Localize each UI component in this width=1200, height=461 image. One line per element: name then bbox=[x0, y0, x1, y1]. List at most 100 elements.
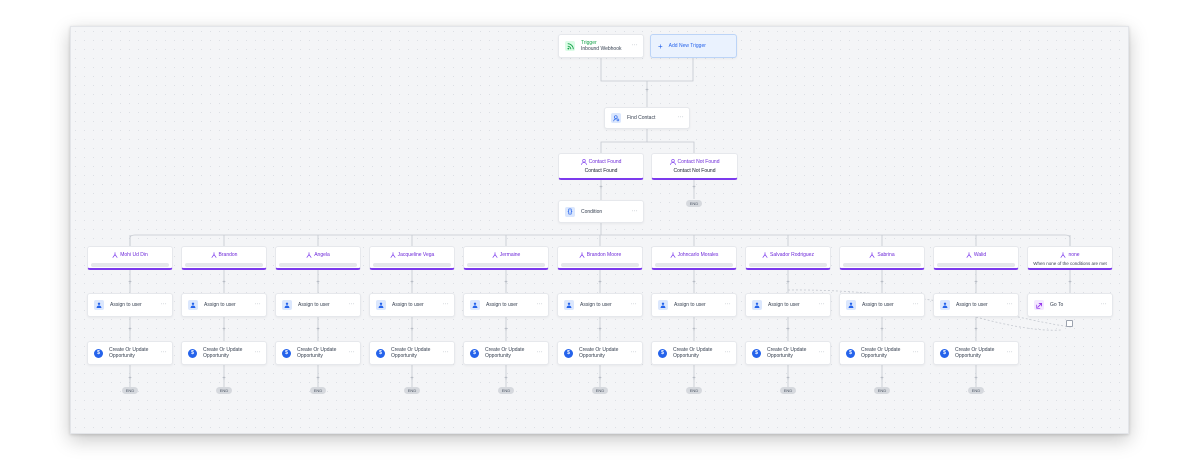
add-step-button[interactable]: + bbox=[222, 280, 226, 286]
opportunity-menu-icon[interactable]: ··· bbox=[442, 349, 449, 356]
find-contact-card[interactable]: Find Contact ··· bbox=[604, 107, 690, 129]
add-step-button[interactable]: + bbox=[410, 376, 414, 382]
branch-card[interactable]: Sabrina bbox=[839, 246, 925, 270]
add-step-button[interactable]: + bbox=[974, 327, 978, 333]
add-step-button[interactable]: + bbox=[974, 376, 978, 382]
assign-user-card[interactable]: Assign to user··· bbox=[181, 293, 267, 317]
trigger-menu-icon[interactable]: ··· bbox=[631, 42, 638, 49]
add-step-button[interactable]: + bbox=[599, 185, 603, 191]
add-step-button[interactable]: + bbox=[598, 327, 602, 333]
add-step-button[interactable]: + bbox=[410, 327, 414, 333]
add-step-button[interactable]: + bbox=[786, 376, 790, 382]
branch-card[interactable]: Jacqueline Vega bbox=[369, 246, 455, 270]
assign-user-card[interactable]: Assign to user··· bbox=[463, 293, 549, 317]
add-step-button[interactable]: + bbox=[316, 280, 320, 286]
assign-menu-icon[interactable]: ··· bbox=[818, 301, 825, 308]
opportunity-menu-icon[interactable]: ··· bbox=[630, 349, 637, 356]
add-step-button[interactable]: + bbox=[504, 376, 508, 382]
branch-card[interactable]: Johncarlo Morales bbox=[651, 246, 737, 270]
assign-menu-icon[interactable]: ··· bbox=[160, 301, 167, 308]
opportunity-menu-icon[interactable]: ··· bbox=[1006, 349, 1013, 356]
condition-card[interactable]: {} Condition ··· bbox=[558, 200, 644, 223]
assign-user-card[interactable]: Assign to user··· bbox=[87, 293, 173, 317]
assign-menu-icon[interactable]: ··· bbox=[348, 301, 355, 308]
add-step-button[interactable]: + bbox=[598, 376, 602, 382]
assign-menu-icon[interactable]: ··· bbox=[536, 301, 543, 308]
add-step-button[interactable]: + bbox=[128, 376, 132, 382]
add-step-button[interactable]: + bbox=[645, 88, 649, 94]
add-step-button[interactable]: + bbox=[128, 280, 132, 286]
add-step-button[interactable]: + bbox=[504, 280, 508, 286]
assign-user-card[interactable]: Assign to user··· bbox=[557, 293, 643, 317]
branch-card[interactable]: Brandon bbox=[181, 246, 267, 270]
branch-card[interactable]: Mohi Ud Din bbox=[87, 246, 173, 270]
assign-menu-icon[interactable]: ··· bbox=[254, 301, 261, 308]
trigger-card[interactable]: Trigger Inbound Webhook ··· bbox=[558, 34, 644, 58]
opportunity-menu-icon[interactable]: ··· bbox=[818, 349, 825, 356]
add-step-button[interactable]: + bbox=[316, 327, 320, 333]
opportunity-menu-icon[interactable]: ··· bbox=[912, 349, 919, 356]
add-step-button[interactable]: + bbox=[504, 327, 508, 333]
add-step-button[interactable]: + bbox=[786, 327, 790, 333]
add-step-button[interactable]: + bbox=[316, 376, 320, 382]
add-step-button[interactable]: + bbox=[692, 280, 696, 286]
assign-user-card[interactable]: Assign to user··· bbox=[933, 293, 1019, 317]
assign-menu-icon[interactable]: ··· bbox=[912, 301, 919, 308]
opportunity-menu-icon[interactable]: ··· bbox=[348, 349, 355, 356]
add-step-button[interactable]: + bbox=[692, 327, 696, 333]
assign-user-card[interactable]: Assign to user··· bbox=[651, 293, 737, 317]
assign-user-card[interactable]: Assign to user··· bbox=[839, 293, 925, 317]
branch-card[interactable]: Jermaine bbox=[463, 246, 549, 270]
assign-menu-icon[interactable]: ··· bbox=[630, 301, 637, 308]
add-step-button[interactable]: + bbox=[786, 280, 790, 286]
add-step-button[interactable]: + bbox=[692, 185, 696, 191]
add-step-button[interactable]: + bbox=[222, 376, 226, 382]
add-step-button[interactable]: + bbox=[880, 280, 884, 286]
assign-menu-icon[interactable]: ··· bbox=[724, 301, 731, 308]
opportunity-menu-icon[interactable]: ··· bbox=[254, 349, 261, 356]
branch-card[interactable]: Salvador Rodriguez bbox=[745, 246, 831, 270]
add-step-button[interactable]: + bbox=[128, 327, 132, 333]
find-contact-menu-icon[interactable]: ··· bbox=[677, 114, 684, 121]
opportunity-menu-icon[interactable]: ··· bbox=[160, 349, 167, 356]
add-step-button[interactable]: + bbox=[410, 280, 414, 286]
branch-contact-found[interactable]: Contact Found Contact Found bbox=[558, 153, 644, 180]
add-trigger-button[interactable]: + Add New Trigger bbox=[650, 34, 737, 58]
assign-menu-icon[interactable]: ··· bbox=[1006, 301, 1013, 308]
branch-contact-not-found[interactable]: Contact Not Found Contact Not Found bbox=[651, 153, 738, 180]
add-step-button[interactable]: + bbox=[598, 280, 602, 286]
branch-header: Salvador Rodriguez bbox=[746, 252, 830, 258]
condition-menu-icon[interactable]: ··· bbox=[631, 208, 638, 215]
workflow-canvas[interactable]: Trigger Inbound Webhook ··· + Add New Tr… bbox=[70, 26, 1129, 434]
goto-target-icon[interactable] bbox=[1066, 320, 1073, 327]
branch-card[interactable]: Brandon Moore bbox=[557, 246, 643, 270]
opportunity-menu-icon[interactable]: ··· bbox=[536, 349, 543, 356]
add-step-button[interactable]: + bbox=[1068, 280, 1072, 286]
add-step-button[interactable]: + bbox=[974, 280, 978, 286]
add-step-button[interactable]: + bbox=[880, 327, 884, 333]
add-step-button[interactable]: + bbox=[692, 376, 696, 382]
goto-menu-icon[interactable]: ··· bbox=[1100, 301, 1107, 308]
add-step-button[interactable]: + bbox=[222, 327, 226, 333]
opportunity-menu-icon[interactable]: ··· bbox=[724, 349, 731, 356]
add-step-button[interactable]: + bbox=[880, 376, 884, 382]
goto-card[interactable]: Go To··· bbox=[1027, 293, 1113, 317]
assign-user-card[interactable]: Assign to user··· bbox=[369, 293, 455, 317]
assign-user-card[interactable]: Assign to user··· bbox=[275, 293, 361, 317]
assign-user-card[interactable]: Assign to user··· bbox=[745, 293, 831, 317]
branch-card[interactable]: Walid bbox=[933, 246, 1019, 270]
assign-menu-icon[interactable]: ··· bbox=[442, 301, 449, 308]
branch-card[interactable]: Angela bbox=[275, 246, 361, 270]
